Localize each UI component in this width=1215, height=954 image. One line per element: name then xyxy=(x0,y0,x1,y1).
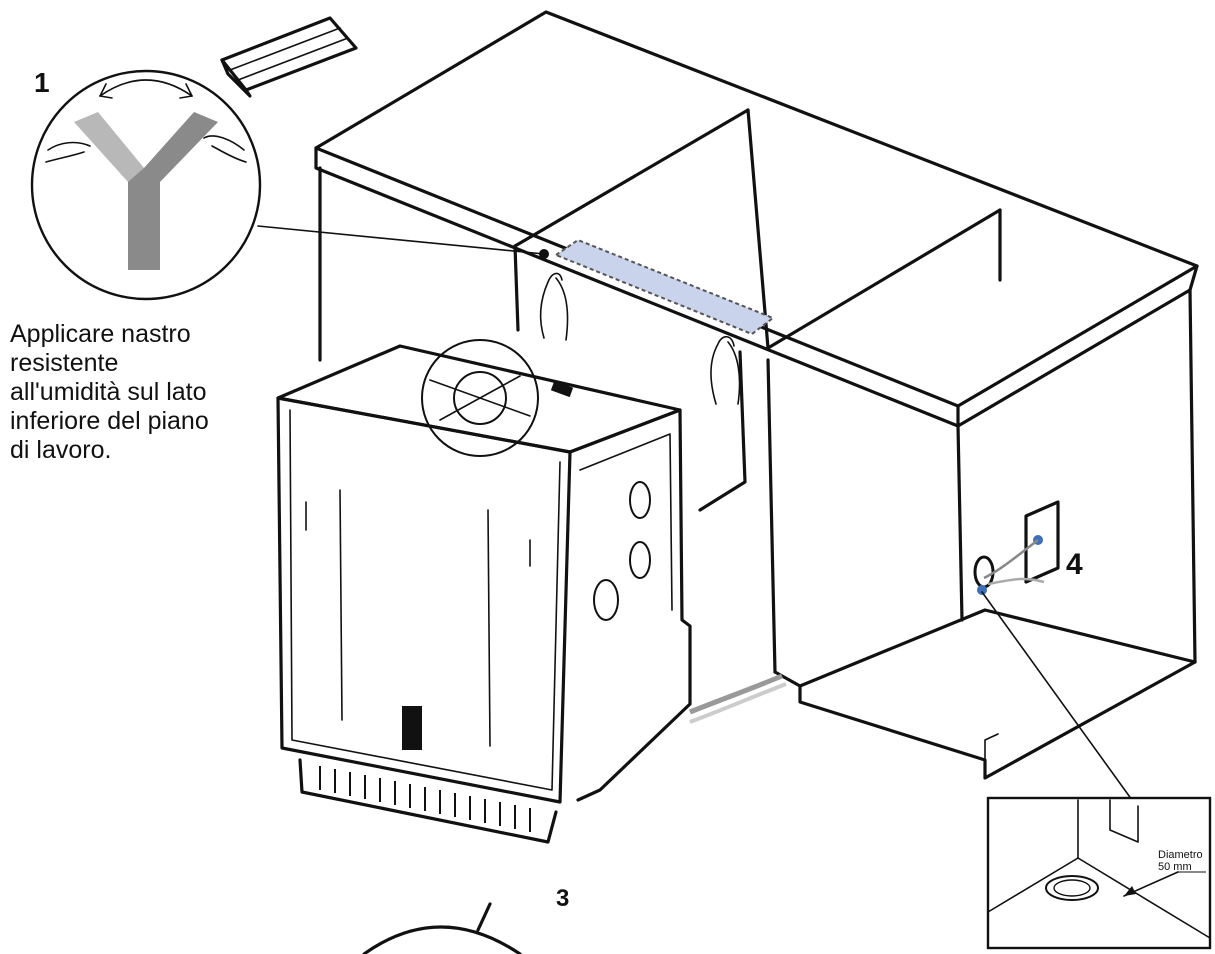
kitchen-cabinet xyxy=(314,10,1199,780)
hole-diameter-label: Diametro xyxy=(1158,849,1203,861)
caption-line: Applicare nastro xyxy=(10,320,191,348)
hole-diameter-value: 50 mm xyxy=(1158,861,1192,873)
hand-icon xyxy=(539,272,569,341)
tape-instruction-caption: Applicare nastro resistente all'umidità … xyxy=(10,320,265,465)
curved-double-arrow-icon xyxy=(99,79,193,97)
caption-line: all'umidità sul lato xyxy=(10,378,207,406)
callout-line xyxy=(257,225,545,255)
hand-icon xyxy=(203,135,247,163)
dishwasher xyxy=(276,339,787,844)
callout-line xyxy=(981,591,1133,801)
wall-socket xyxy=(973,500,1060,595)
step3-detail-circle xyxy=(362,902,522,954)
step1-detail-circle xyxy=(30,69,262,301)
caption-line: resistente xyxy=(10,349,119,377)
step-number-3: 3 xyxy=(556,885,569,912)
hand-icon xyxy=(45,141,91,163)
caption-line: di lavoro. xyxy=(10,436,112,464)
tape-strip xyxy=(553,238,776,336)
step-number-1: 1 xyxy=(34,67,50,98)
step-number-4: 4 xyxy=(1066,548,1083,581)
caption-line: inferiore del piano xyxy=(10,407,209,435)
tape-roll-icon xyxy=(220,16,358,98)
hand-icon xyxy=(710,335,741,405)
moisture-tape xyxy=(539,238,776,405)
hole-detail-box: Diametro 50 mm xyxy=(986,796,1212,950)
